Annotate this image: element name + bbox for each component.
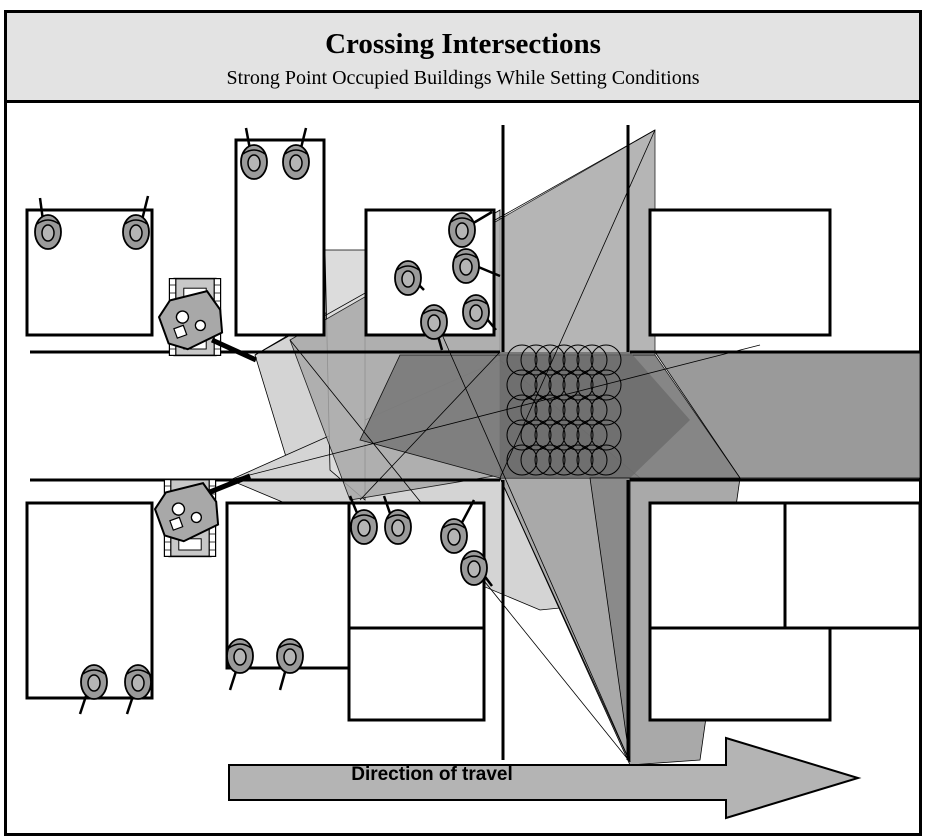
soldier-icon — [393, 259, 423, 296]
concertina-wire-icon — [506, 344, 622, 476]
soldier-icon — [225, 637, 255, 674]
street-lines — [30, 125, 920, 760]
soldier-icon — [275, 637, 305, 674]
soldier-icon — [451, 247, 481, 284]
soldier-icon — [121, 213, 151, 250]
tank-icon — [153, 277, 258, 363]
building — [347, 626, 486, 722]
soldier-icon — [281, 143, 311, 180]
building — [783, 501, 922, 630]
direction-arrow-icon — [228, 736, 862, 820]
soldier-icon — [123, 663, 153, 700]
soldier-icon — [383, 508, 413, 545]
soldier-icon — [459, 549, 489, 586]
direction-of-travel-label: Direction of travel — [351, 764, 513, 785]
soldiers — [33, 127, 501, 715]
sector-vertical — [589, 477, 631, 763]
figure-subtitle: Strong Point Occupied Buildings While Se… — [226, 67, 700, 89]
sector-darkest — [500, 352, 690, 478]
soldier-icon — [461, 293, 491, 330]
soldier-icon — [447, 211, 477, 248]
figure-header: Crossing Intersections Strong Point Occu… — [7, 13, 919, 103]
soldier-icon — [419, 303, 449, 340]
building — [648, 626, 832, 722]
tank-icon — [149, 473, 251, 558]
building — [648, 501, 787, 630]
soldier-icon — [439, 517, 469, 554]
figure-title: Crossing Intersections — [325, 28, 601, 60]
soldier-icon — [349, 508, 379, 545]
soldier-icon — [79, 663, 109, 700]
building — [648, 208, 832, 337]
soldier-icon — [239, 143, 269, 180]
soldier-icon — [33, 213, 63, 250]
